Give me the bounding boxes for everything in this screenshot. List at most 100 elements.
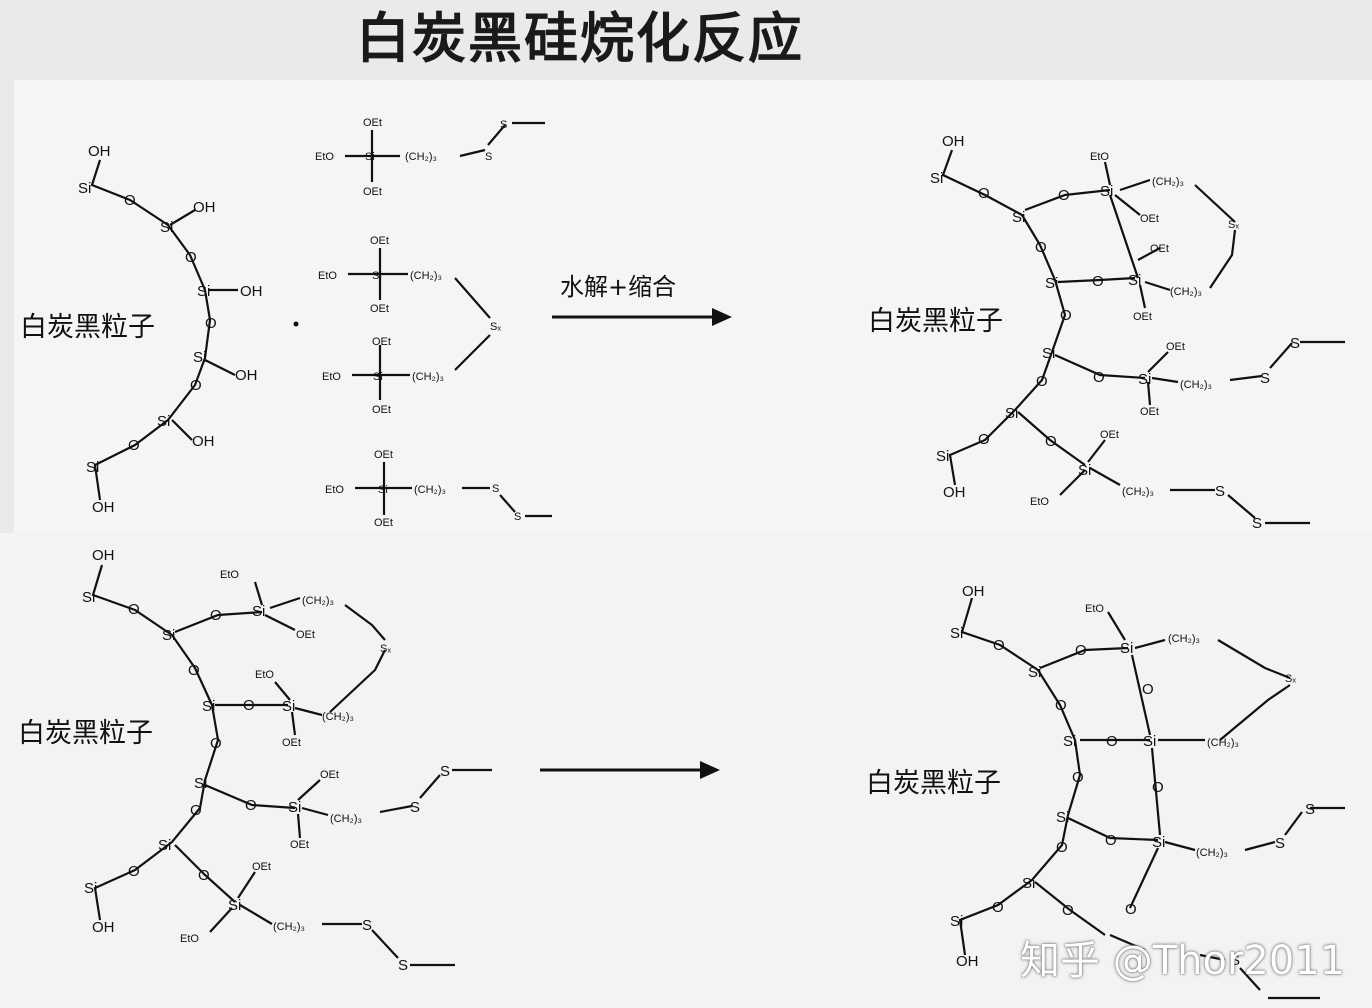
atom-label: (CH₂)₃ xyxy=(273,921,305,933)
atom-label: O xyxy=(128,437,140,454)
atom-label: O xyxy=(1056,839,1068,856)
atom-label: O xyxy=(128,863,140,880)
atom-label: Si xyxy=(1078,462,1091,479)
atom-label: Si xyxy=(1138,371,1151,388)
atom-label: Si xyxy=(252,603,265,620)
atom-label: (CH₂)₃ xyxy=(1168,633,1200,645)
atom-label: Si xyxy=(160,219,173,236)
atom-label: O xyxy=(190,377,202,394)
atom-label: O xyxy=(1035,239,1047,256)
atom-label: EtO xyxy=(322,371,341,383)
atom-label: OH xyxy=(235,367,258,384)
atom-label: Si xyxy=(162,627,175,644)
atom-label: S xyxy=(1290,335,1300,352)
atom-label: OEt xyxy=(363,117,382,129)
atom-label: Si xyxy=(86,459,99,476)
atom-label: OEt xyxy=(1166,341,1185,353)
atom-label: Si xyxy=(158,837,171,854)
atom-label: S xyxy=(1260,370,1270,387)
atom-label: Si xyxy=(1012,209,1025,226)
particle-label: 白炭黑粒子 xyxy=(18,718,153,749)
atom-label: EtO xyxy=(1090,151,1109,163)
atom-label: O xyxy=(190,802,202,819)
atom-label: (CH₂)₃ xyxy=(412,371,444,383)
atom-label: OEt xyxy=(363,186,382,198)
atom-label: Si xyxy=(157,413,170,430)
atom-label: Si xyxy=(936,448,949,465)
atom-label: O xyxy=(992,899,1004,916)
atom-label: Si xyxy=(78,180,91,197)
atom-label: S xyxy=(1275,835,1285,852)
particle-label: 白炭黑粒子 xyxy=(866,768,1001,799)
atom-label: Sₓ xyxy=(1228,219,1239,231)
atom-label: (CH₂)₃ xyxy=(405,151,437,163)
atom-label: Si xyxy=(1152,834,1165,851)
atom-label: O xyxy=(1152,779,1164,796)
atom-label: O xyxy=(124,192,136,209)
atom-label: OEt xyxy=(252,861,271,873)
silane-molecules: OEt EtO Si (CH₂)₃ OEt S S OEt EtO Si (CH… xyxy=(315,117,552,529)
atom-label: O xyxy=(210,735,222,752)
atom-label: (CH₂)₃ xyxy=(1122,486,1154,498)
atom-label: Si xyxy=(288,799,301,816)
atom-label: OH xyxy=(88,143,111,160)
atom-label: OH xyxy=(92,547,115,564)
atom-label: OH xyxy=(956,953,979,970)
atom-label: S xyxy=(500,119,507,131)
atom-label: EtO xyxy=(315,151,334,163)
arrow-head-icon xyxy=(712,308,732,326)
atom-label: Si xyxy=(82,589,95,606)
atom-label: OH xyxy=(942,133,965,150)
atom-label: Si xyxy=(365,151,375,163)
atom-label: OEt xyxy=(374,449,393,461)
atom-label: Si xyxy=(950,625,963,642)
arrow-head-icon xyxy=(700,761,720,779)
atom-label: OH xyxy=(193,199,216,216)
atom-label: Si xyxy=(1056,809,1069,826)
atom-label: EtO xyxy=(220,569,239,581)
grafted-silica-top-right: OH Si O Si O Si EtO OEt (CH₂)₃ Sₓ O Si O… xyxy=(930,133,1345,532)
page-title: 白炭黑硅烷化反应 xyxy=(356,7,804,70)
atom-label: EtO xyxy=(180,933,199,945)
atom-label: Si xyxy=(1128,272,1141,289)
atom-label: Si xyxy=(202,698,215,715)
atom-label: O xyxy=(210,607,222,624)
atom-label: OH xyxy=(943,484,966,501)
atom-label: Si xyxy=(228,897,241,914)
atom-label: O xyxy=(1055,697,1067,714)
atom-label: S xyxy=(440,763,450,780)
atom-label: (CH₂)₃ xyxy=(1207,737,1239,749)
atom-label: OEt xyxy=(370,303,389,315)
atom-label: OH xyxy=(92,919,115,936)
atom-label: EtO xyxy=(255,669,274,681)
atom-label: O xyxy=(243,697,255,714)
atom-label: EtO xyxy=(1085,603,1104,615)
atom-label: S xyxy=(410,799,420,816)
atom-label: Si xyxy=(950,913,963,930)
atom-label: Si xyxy=(373,371,383,383)
atom-label: OEt xyxy=(290,839,309,851)
atom-label: O xyxy=(1075,642,1087,659)
atom-label: OEt xyxy=(320,769,339,781)
atom-label: (CH₂)₃ xyxy=(1180,379,1212,391)
atom-label: Si xyxy=(1120,640,1133,657)
atom-label: S xyxy=(362,917,372,934)
atom-label: O xyxy=(1062,902,1074,919)
particle-label: 白炭黑粒子 xyxy=(20,312,155,343)
watermark: 知乎 @Thor2011 xyxy=(1020,938,1346,984)
atom-label: OEt xyxy=(1133,311,1152,323)
atom-label: (CH₂)₃ xyxy=(414,484,446,496)
atom-label: S xyxy=(514,511,521,523)
atom-label: S xyxy=(1215,483,1225,500)
atom-label: O xyxy=(1036,373,1048,390)
atom-label: Si xyxy=(84,880,97,897)
atom-label: OEt xyxy=(296,629,315,641)
reaction-arrow-label: 水解+缩合 xyxy=(560,273,676,301)
atom-label: S xyxy=(1305,801,1315,818)
atom-label: OEt xyxy=(1140,213,1159,225)
atom-label: O xyxy=(993,637,1005,654)
atom-label: (CH₂)₃ xyxy=(330,813,362,825)
atom-label: OEt xyxy=(1100,429,1119,441)
atom-label: Si xyxy=(1063,733,1076,750)
